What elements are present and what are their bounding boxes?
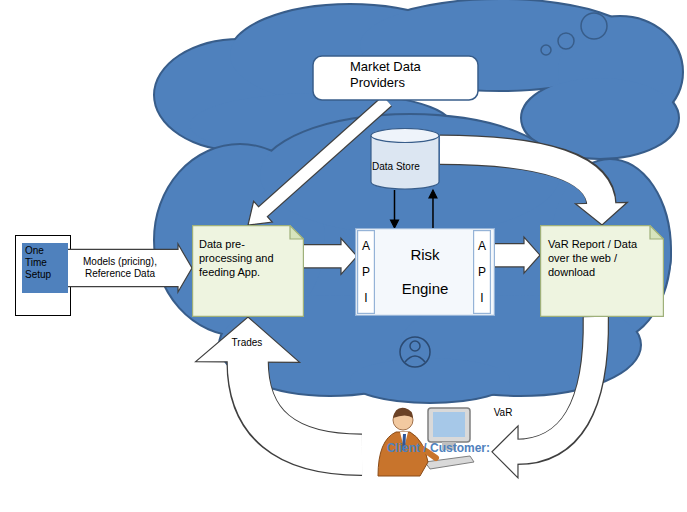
box-outline [313, 56, 478, 100]
node-text: A P I [361, 233, 371, 311]
node-text: Market Data Providers [350, 59, 469, 91]
flow-arrow [196, 317, 362, 455]
flow-arrow [491, 237, 540, 273]
setup-frame [16, 236, 71, 316]
api-strip: A P I [357, 230, 375, 314]
flow-arrow [492, 317, 596, 478]
flow-arrow [391, 190, 399, 228]
box-outline [356, 229, 495, 316]
thought-bubble [558, 33, 574, 49]
arrow-body [440, 150, 601, 206]
arrow-body [248, 359, 362, 455]
flow-arrow [304, 238, 357, 274]
cloud-outline [155, 0, 682, 158]
arrow-line [432, 197, 434, 228]
engine-box: Risk Engine A P I A P I [355, 228, 495, 316]
node-text: Client / Customer: [387, 441, 490, 456]
arrow-head [492, 426, 518, 478]
box-outline [474, 231, 491, 314]
arrow-head [429, 190, 437, 198]
arrow-head [391, 220, 399, 228]
arrow-head [196, 317, 300, 362]
arrow-body [304, 245, 344, 267]
provider-box: Market Data Providers [312, 55, 479, 101]
thought-bubble [581, 13, 607, 39]
arrow-label: Trades [230, 337, 265, 349]
flow-arrow [440, 150, 627, 225]
user-icon [400, 337, 430, 367]
arrow-body [261, 101, 387, 214]
report-box: VaR Report / Data over the web / downloa… [540, 225, 664, 317]
arrow-body [68, 250, 181, 286]
arrow-line [394, 190, 396, 221]
node-text: VaR Report / Data over the web / downloa… [548, 237, 652, 279]
cloud-shape [155, 0, 682, 158]
box-outline [23, 244, 68, 293]
arrow-body [491, 244, 527, 266]
node-text: One Time Setup [25, 245, 65, 281]
box-outline [541, 226, 664, 317]
cylinder-body [371, 135, 439, 189]
node-text: Data pre-processing and feeding App. [199, 237, 294, 279]
arrow-label: VaR [492, 407, 515, 419]
node-outline [370, 128, 440, 190]
api-strip: A P I [473, 230, 491, 314]
node-text: Data Store [372, 161, 420, 173]
flow-arrow [248, 101, 387, 225]
flow-arrow [429, 190, 437, 228]
thought-bubble [541, 45, 551, 55]
setup-box: One Time Setup [22, 243, 68, 293]
box-outline [193, 226, 304, 317]
node-text: Risk Engine [390, 238, 460, 306]
box-outline [358, 231, 375, 314]
data-store-cylinder: Data Store [370, 128, 440, 190]
cylinder-top [371, 129, 439, 143]
flow-arrow [68, 244, 192, 292]
box-fold [650, 226, 663, 239]
arrow-body [515, 317, 596, 452]
arrow-label: Models (pricing), Reference Data [68, 256, 172, 280]
client-node: Client / Customer: [362, 400, 492, 496]
node-text: A P I [477, 233, 487, 311]
process-box: Data pre-processing and feeding App. [192, 225, 304, 317]
box-fold [290, 226, 303, 239]
